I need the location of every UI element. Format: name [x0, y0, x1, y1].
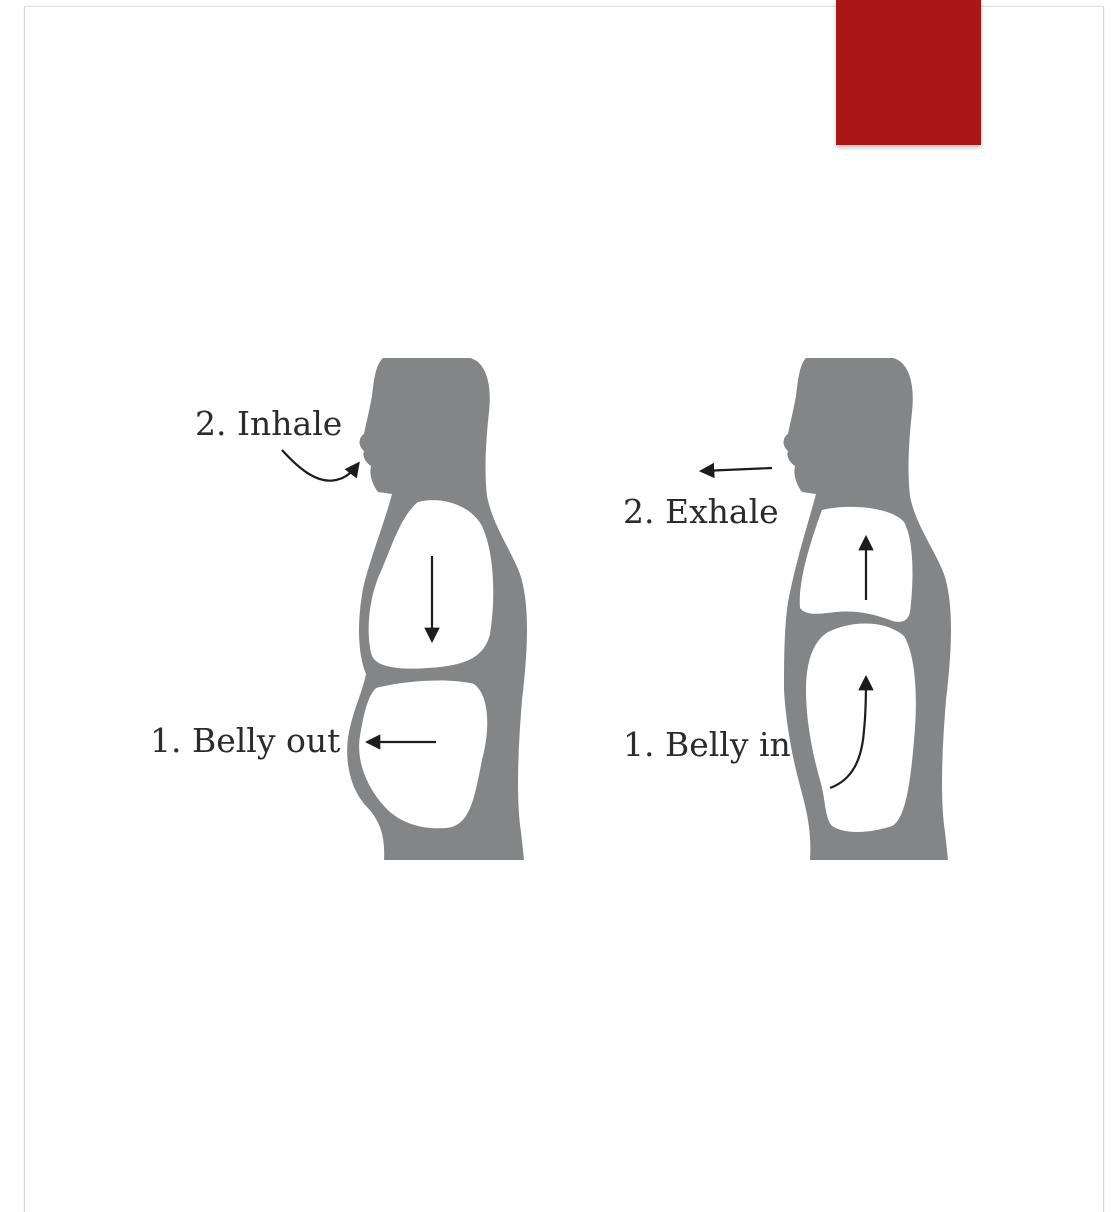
belly-in-label: 1. Belly in: [623, 725, 791, 764]
exhale-arrow: [702, 468, 772, 471]
inhale-arrow: [282, 450, 358, 481]
belly-out-label: 1. Belly out: [150, 721, 340, 760]
right-figure: 2. Exhale 1. Belly in: [623, 358, 951, 860]
inhale-label: 2. Inhale: [195, 404, 342, 443]
left-figure: 2. Inhale 1. Belly out: [150, 358, 527, 860]
exhale-label: 2. Exhale: [623, 492, 779, 531]
